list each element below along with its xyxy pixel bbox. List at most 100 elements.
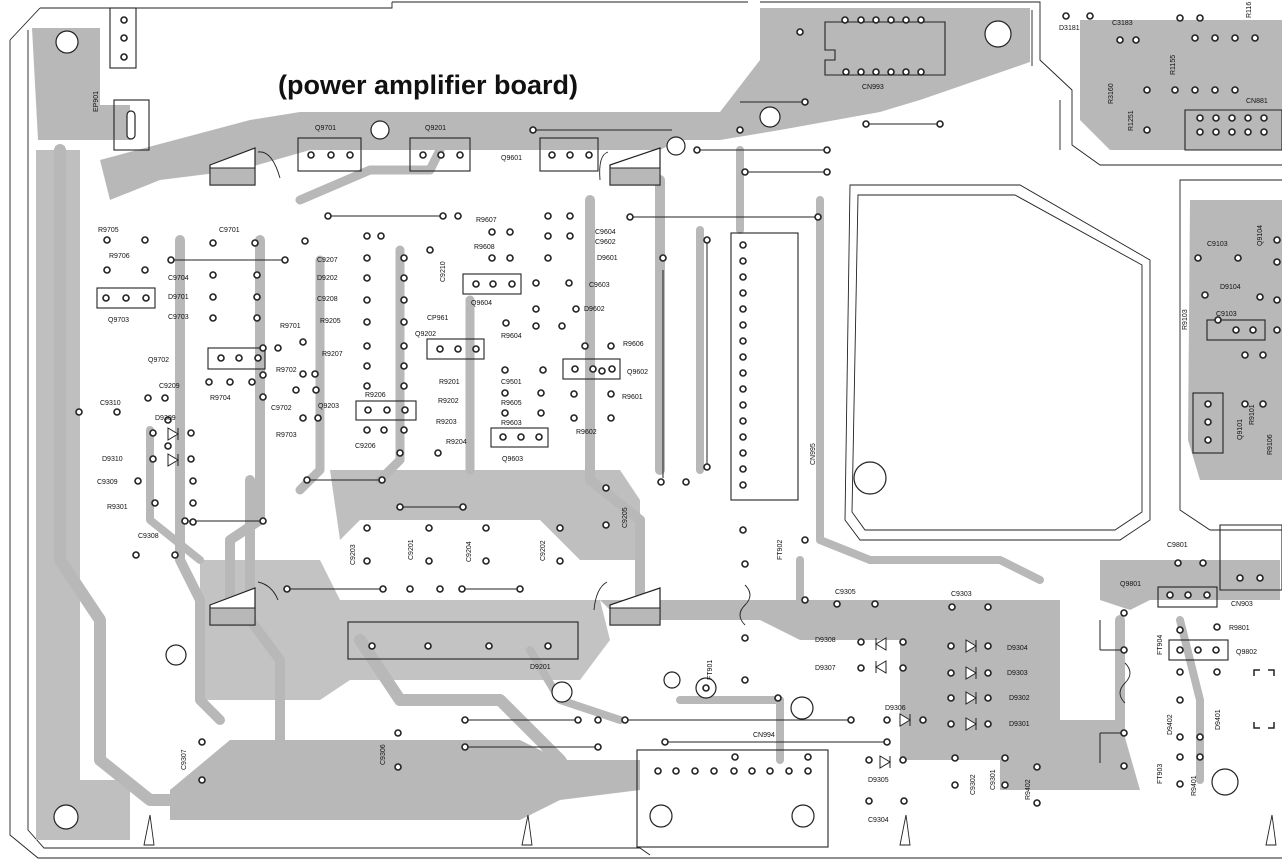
pad (1196, 733, 1204, 741)
pad (167, 256, 175, 264)
pad (571, 365, 579, 373)
label-q9802: Q9802 (1236, 649, 1257, 656)
pad (739, 305, 747, 313)
pad (508, 280, 516, 288)
pad (394, 729, 402, 737)
pad (141, 266, 149, 274)
pad (303, 476, 311, 484)
pad (785, 767, 793, 775)
pad (739, 401, 747, 409)
pad (581, 342, 589, 350)
pad (425, 557, 433, 565)
pad (1143, 126, 1151, 134)
pad (556, 524, 564, 532)
pad (865, 797, 873, 805)
label-r9202: R9202 (438, 398, 459, 405)
pad (419, 151, 427, 159)
pad (739, 369, 747, 377)
pad (1204, 436, 1212, 444)
pad (748, 767, 756, 775)
pad (281, 256, 289, 264)
pad (814, 213, 822, 221)
pad (741, 168, 749, 176)
pad (1199, 559, 1207, 567)
pad (566, 212, 574, 220)
pad (363, 274, 371, 282)
pad (1120, 729, 1128, 737)
label-c9206: C9206 (355, 443, 376, 450)
pad (739, 289, 747, 297)
label-r9204: R9204 (446, 439, 467, 446)
pad (1176, 668, 1184, 676)
pad (917, 16, 925, 24)
pad (454, 212, 462, 220)
pad (254, 354, 262, 362)
pad (461, 743, 469, 751)
pad (984, 720, 992, 728)
pads (75, 12, 1281, 807)
label-r9301: R9301 (107, 504, 128, 511)
label-c9202: C9202 (540, 540, 547, 561)
pad (459, 503, 467, 511)
label-c9301: C9301 (990, 769, 997, 790)
pad (1260, 114, 1268, 122)
pad (259, 393, 267, 401)
label-q9604: Q9604 (471, 300, 492, 307)
label-r9101: R9101 (1249, 404, 1256, 425)
pad (436, 345, 444, 353)
pad (401, 406, 409, 414)
pad (379, 585, 387, 593)
label-q9601: Q9601 (501, 155, 522, 162)
pad (659, 254, 667, 262)
pad (544, 212, 552, 220)
pad (1256, 293, 1264, 301)
pad (363, 557, 371, 565)
pad (292, 386, 300, 394)
pad (209, 239, 217, 247)
pad (253, 271, 261, 279)
label-r9705: R9705 (98, 227, 119, 234)
pad (1033, 763, 1041, 771)
pad (1251, 34, 1259, 42)
pad (1196, 128, 1204, 136)
pad (572, 305, 580, 313)
label-cn903: CN903 (1231, 601, 1253, 608)
cutout-outline-2 (851, 194, 1143, 531)
pad (187, 455, 195, 463)
pad (1086, 12, 1094, 20)
pad (544, 642, 552, 650)
label-cn995: CN995 (810, 443, 817, 465)
pad (299, 338, 307, 346)
pad (400, 296, 408, 304)
pad (532, 322, 540, 330)
pad (346, 151, 354, 159)
label-c9210: C9210 (440, 261, 447, 282)
label-r9601: R9601 (622, 394, 643, 401)
label-d3181: D3181 (1059, 25, 1080, 32)
label-r1251: R1251 (1128, 110, 1135, 131)
pad (1120, 762, 1128, 770)
pad (902, 68, 910, 76)
pad (739, 257, 747, 265)
pad (472, 280, 480, 288)
pad (1191, 34, 1199, 42)
pad (661, 738, 669, 746)
pad (454, 345, 462, 353)
label-c9602: C9602 (595, 239, 616, 246)
pad (149, 455, 157, 463)
pad (607, 414, 615, 422)
pad (253, 314, 261, 322)
label-d9104: D9104 (1220, 284, 1241, 291)
pad (485, 642, 493, 650)
pad (842, 68, 850, 76)
label-c9307: C9307 (181, 749, 188, 770)
pad (984, 642, 992, 650)
label-d9305: D9305 (868, 777, 889, 784)
pad (499, 433, 507, 441)
label-c9501: C9501 (501, 379, 522, 386)
pad (682, 478, 690, 486)
pad (198, 776, 206, 784)
pad (488, 254, 496, 262)
pad (506, 254, 514, 262)
label-ft904: FT904 (1157, 635, 1164, 655)
